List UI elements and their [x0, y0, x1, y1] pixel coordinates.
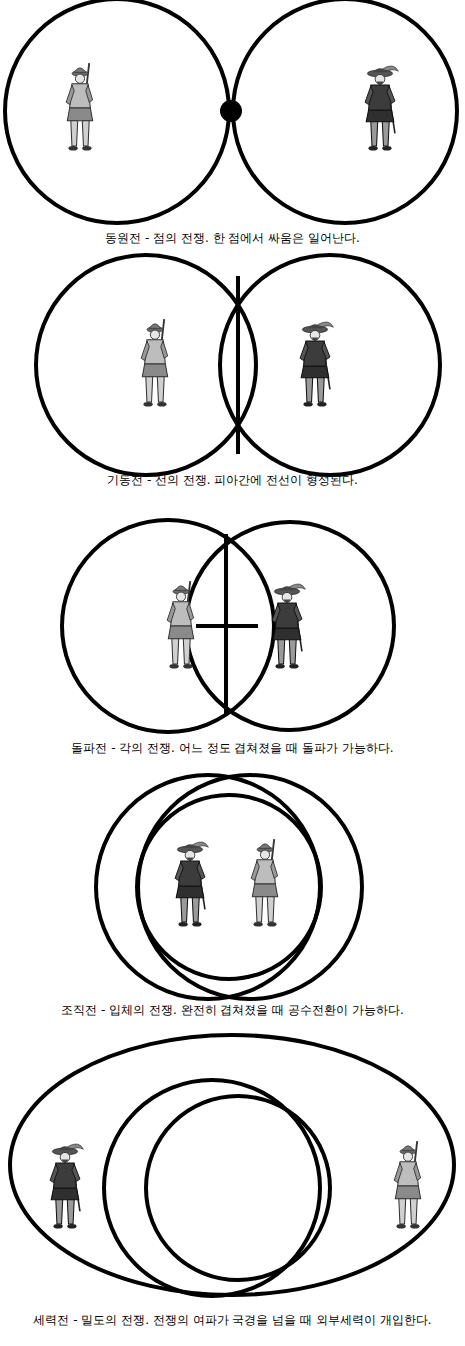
soldier-figure	[50, 1144, 83, 1229]
soldier-figure	[141, 319, 167, 406]
caption: 세력전 - 밀도의 전쟁. 전쟁의 여파가 국경을 넘을 때 외부세력이 개입한…	[5, 1312, 460, 1328]
force-circle	[186, 522, 394, 730]
soldier-figure	[251, 839, 277, 926]
soldier-figure	[272, 584, 305, 669]
sphere-ellipse	[10, 1035, 454, 1295]
force-circle	[146, 1096, 330, 1280]
soldier-figure	[300, 322, 333, 407]
soldier-figure	[167, 581, 193, 668]
force-circle	[96, 775, 320, 999]
breakthrough-line	[196, 624, 258, 628]
front-line	[236, 276, 240, 454]
force-circle	[138, 775, 362, 999]
force-circle	[137, 795, 321, 979]
force-circle	[220, 255, 440, 475]
force-circle	[233, 0, 457, 223]
soldier-figure	[365, 66, 398, 151]
soldier-figure	[66, 63, 92, 150]
contact-dot	[220, 100, 242, 122]
soldier-figure	[175, 842, 208, 927]
soldier-figure	[394, 1141, 420, 1228]
force-circle	[5, 0, 229, 223]
force-circle	[62, 520, 274, 732]
caption: 동원전 - 점의 전쟁. 한 점에서 싸움은 일어난다.	[5, 230, 460, 246]
caption: 조직전 - 입체의 전쟁. 완전히 겹쳐졌을 때 공수전환이 가능하다.	[5, 1002, 460, 1018]
caption: 돌파전 - 각의 전쟁. 어느 정도 겹쳐졌을 때 돌파가 가능하다.	[5, 740, 460, 756]
force-circle	[36, 255, 256, 475]
caption: 기동전 - 선의 전쟁. 피아간에 전선이 형성된다.	[5, 472, 460, 488]
